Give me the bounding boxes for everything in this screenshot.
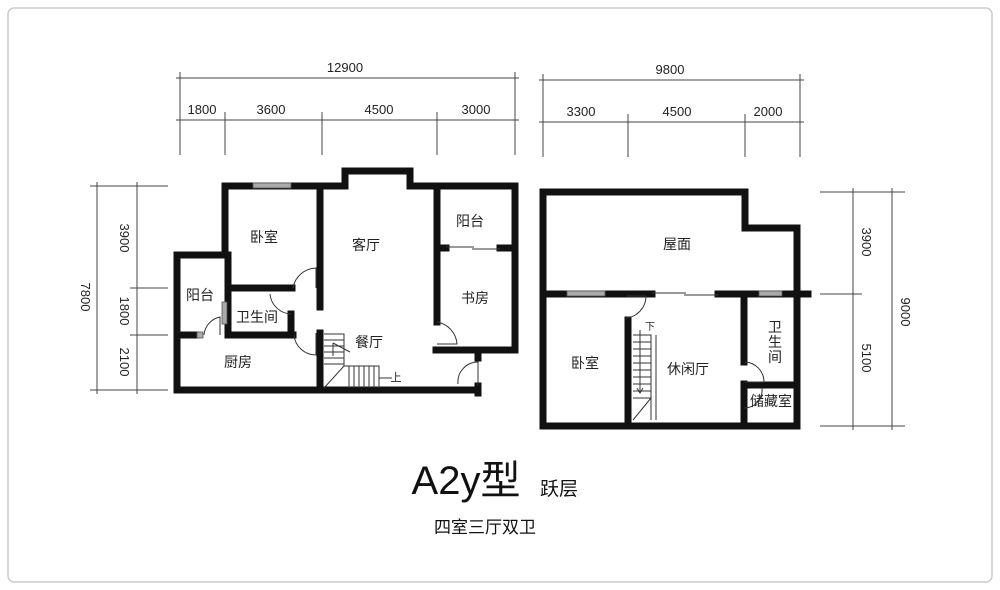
stairs-down-label: 下 [645, 322, 655, 333]
upper-doors [625, 295, 765, 409]
stairs-up-label: 上 [391, 371, 402, 384]
dim-upper-top: 2000 [754, 104, 783, 119]
upper-stairs: 下 [632, 322, 657, 421]
dim-upper-top-total: 9800 [656, 62, 685, 77]
dim-upper-top: 4500 [663, 104, 692, 119]
floor-type: 跃层 [540, 478, 578, 500]
room-roof: 屋面 [663, 237, 691, 253]
door-bathroom [269, 293, 292, 315]
dim-lower-top-total: 12900 [327, 60, 363, 75]
lower-doors [203, 267, 479, 386]
room-upper-bathroom: 卫生间 [766, 320, 782, 365]
lower-room-labels: 卧室 客厅 阳台 书房 阳台 卫生间 餐厅 厨房 [186, 214, 489, 371]
upper-room-labels: 屋面 卧室 休闲厅 卫生间 储藏室 [571, 237, 792, 410]
room-bathroom: 卫生间 [236, 310, 278, 326]
room-lounge: 休闲厅 [667, 362, 709, 378]
upper-dimensions: 9800 3300 4500 2000 3900 5100 9000 [539, 62, 913, 430]
dim-lower-left-total: 7800 [78, 283, 93, 312]
lower-dimensions: 12900 1800 3600 4500 3000 7800 3900 1800… [78, 60, 519, 394]
door-entrance [457, 361, 479, 386]
sheet-border [7, 7, 993, 583]
dim-lower-top: 3600 [257, 102, 286, 117]
dim-upper-right-total: 9000 [898, 298, 913, 327]
window [221, 301, 228, 325]
dim-lower-top: 4500 [365, 102, 394, 117]
window [196, 331, 204, 339]
dim-upper-right: 3900 [859, 228, 874, 257]
dim-upper-top: 3300 [567, 104, 596, 119]
room-living: 客厅 [352, 237, 380, 254]
layout-subtitle: 四室三厅双卫 [434, 518, 536, 538]
dim-upper-right: 5100 [859, 344, 874, 373]
lower-walls [173, 167, 519, 397]
window [758, 290, 783, 297]
lower-stairs: 上 [323, 333, 402, 389]
room-balcony-right: 阳台 [456, 214, 484, 230]
dim-lower-left: 2100 [117, 348, 132, 377]
upper-floor-plan: 9800 3300 4500 2000 3900 5100 9000 [539, 62, 913, 430]
room-bedroom: 卧室 [250, 229, 278, 246]
dim-lower-left: 1800 [117, 297, 132, 326]
door-storage [743, 387, 763, 409]
door-study [436, 321, 458, 345]
window [252, 182, 292, 189]
room-dining: 餐厅 [355, 335, 383, 351]
room-study: 书房 [461, 291, 489, 307]
room-upper-bedroom: 卧室 [571, 355, 599, 372]
plan-title: A2y型 跃层 四室三厅双卫 [412, 459, 578, 538]
upper-walls [539, 188, 812, 430]
door-dining [293, 333, 317, 356]
door-balcony [203, 316, 221, 336]
door-upper-bathroom [744, 361, 765, 383]
room-balcony-left: 阳台 [186, 288, 214, 304]
dim-lower-left: 3900 [117, 224, 132, 253]
room-storage: 储藏室 [750, 393, 792, 410]
lower-floor-plan: 12900 1800 3600 4500 3000 7800 3900 1800… [78, 60, 519, 397]
door-bedroom [292, 267, 317, 289]
dim-lower-top: 3000 [462, 102, 491, 117]
room-kitchen: 厨房 [224, 355, 252, 371]
window [566, 290, 606, 297]
model-name: A2y型 [412, 459, 521, 503]
door-upper-bedroom [625, 295, 647, 319]
dim-lower-top: 1800 [188, 102, 217, 117]
